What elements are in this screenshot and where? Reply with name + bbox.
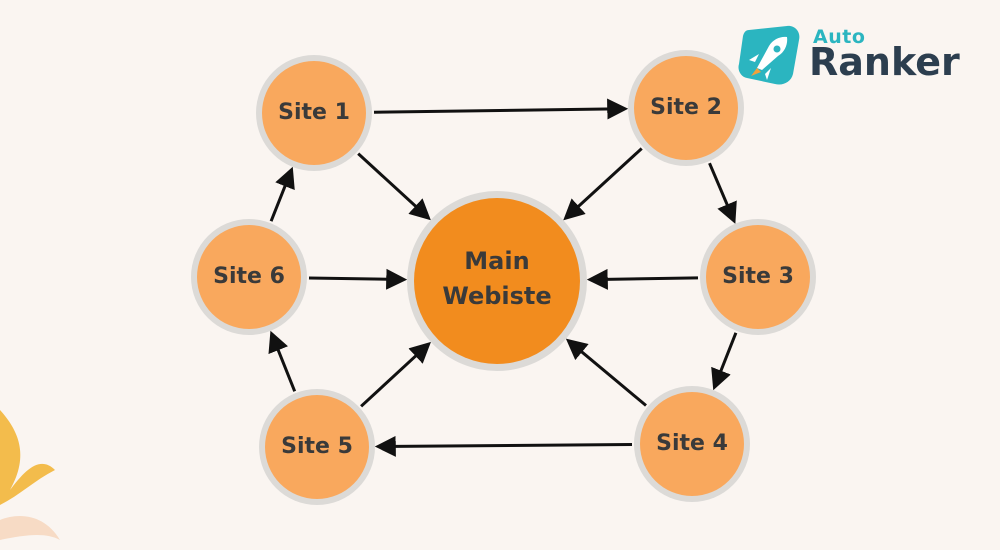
node-main: Main Webiste [407, 191, 587, 371]
node-site-4: Site 4 [634, 386, 750, 502]
site-1-label: Site 1 [278, 100, 350, 125]
site-3-label: Site 3 [722, 264, 794, 289]
arrow-site1-to-main [357, 152, 431, 221]
rocket-icon [738, 25, 800, 85]
node-site-2: Site 2 [628, 50, 744, 166]
site-2-label: Site 2 [650, 95, 722, 120]
node-site-1: Site 1 [256, 55, 372, 171]
arrow-site4-to-main [565, 338, 647, 407]
main-node-circle [414, 198, 580, 364]
arrow-site2-to-site3 [708, 162, 737, 224]
arrow-site2-to-main [563, 147, 643, 221]
arrow-site5-to-site6 [268, 330, 297, 392]
edges [268, 98, 738, 457]
node-site-5: Site 5 [259, 389, 375, 505]
main-label-line2: Webiste [442, 282, 551, 310]
site-6-label: Site 6 [213, 264, 285, 289]
brand-large-text: Ranker [809, 40, 960, 84]
arrow-site3-to-main [586, 268, 699, 290]
site-5-label: Site 5 [281, 434, 353, 459]
decorative-leaf [0, 410, 60, 540]
arrow-site4-to-site5 [374, 435, 633, 457]
node-site-6: Site 6 [191, 219, 307, 335]
arrow-site1-to-site2 [373, 98, 629, 120]
node-site-3: Site 3 [700, 219, 816, 335]
arrow-site6-to-main [308, 268, 408, 290]
arrow-site5-to-main [360, 341, 431, 408]
site-4-label: Site 4 [656, 431, 728, 456]
brand-small-text: Auto [813, 26, 866, 48]
arrow-site3-to-site4 [711, 332, 738, 391]
main-label-line1: Main [464, 247, 529, 275]
brand-logo: Auto Ranker [735, 22, 975, 92]
arrow-site6-to-site1 [269, 166, 295, 222]
